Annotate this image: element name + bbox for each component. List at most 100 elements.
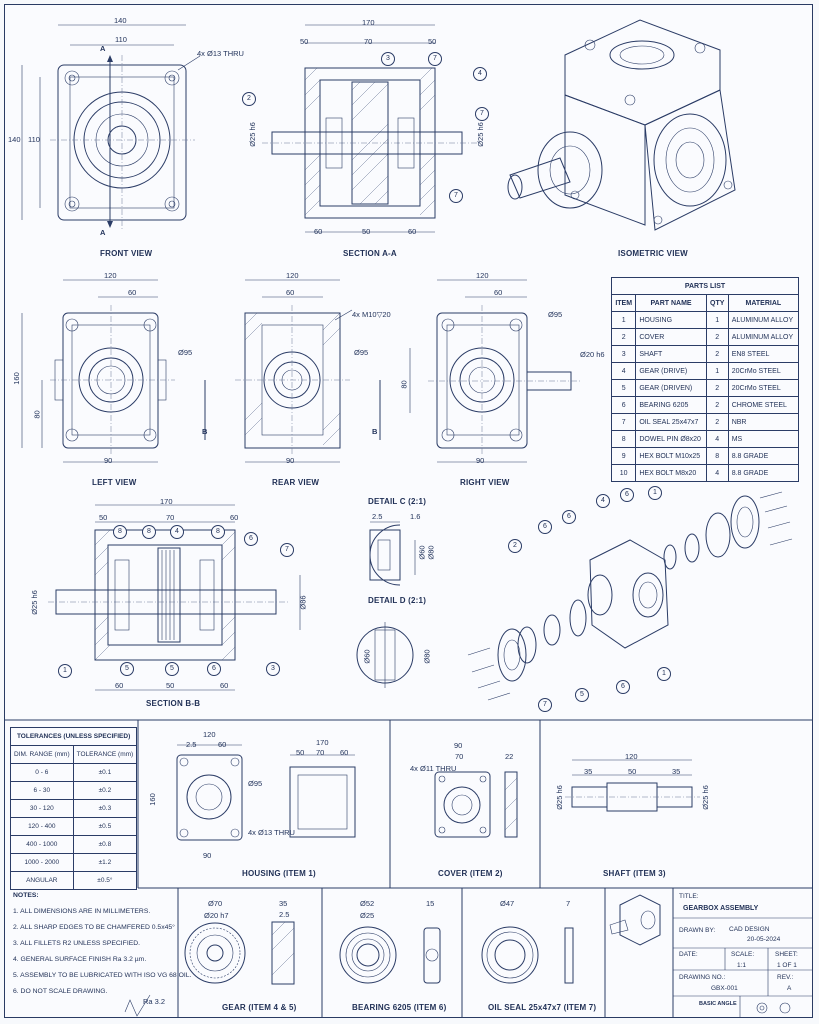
tol-header-value: TOLERANCE (mm) bbox=[72, 745, 138, 764]
dim-bb-b3: 60 bbox=[220, 681, 229, 690]
dim-front-width: 140 bbox=[114, 16, 127, 25]
section-marker-b-right: B bbox=[372, 427, 378, 436]
shaft-item-drawing bbox=[565, 759, 700, 812]
scale-value: 1:1 bbox=[737, 962, 747, 969]
dim-detail-c-dia2: Ø80 bbox=[426, 545, 436, 560]
part-name: BEARING 6205 bbox=[635, 396, 707, 414]
housing-item-drawing bbox=[176, 744, 356, 841]
dim-gear-bore: Ø20 h7 bbox=[204, 911, 229, 920]
left-view-label: LEFT VIEW bbox=[92, 478, 137, 487]
part-name: HEX BOLT M8x20 bbox=[635, 464, 707, 482]
dim-shaft-b: 50 bbox=[628, 767, 637, 776]
balloon: 2 bbox=[508, 539, 522, 553]
sheet-label: SHEET: bbox=[775, 951, 798, 958]
dim-section-aa-right: 50 bbox=[428, 37, 437, 46]
balloon: 1 bbox=[58, 664, 72, 678]
dim-bearing-width: 15 bbox=[426, 899, 435, 908]
date-value: 20-05-2024 bbox=[747, 936, 781, 943]
date-label: DATE: bbox=[679, 951, 698, 958]
header-part-name: PART NAME bbox=[635, 294, 707, 312]
part-material: 8.8 GRADE bbox=[727, 447, 800, 465]
dim-shaft-dia-right: Ø25 h6 bbox=[700, 785, 710, 810]
dim-front-inner: 110 bbox=[115, 35, 127, 44]
part-name: GEAR (DRIVE) bbox=[635, 362, 707, 380]
part-name: SHAFT bbox=[635, 345, 707, 363]
dim-left-width: 120 bbox=[104, 271, 117, 280]
tolerance-row: 1000 - 2000±1.2 bbox=[10, 853, 138, 872]
parts-list-title: PARTS LIST bbox=[611, 277, 799, 295]
part-qty: 1 bbox=[705, 362, 729, 380]
part-item: 3 bbox=[610, 345, 637, 363]
balloon: 3 bbox=[266, 662, 280, 676]
part-qty: 2 bbox=[705, 413, 729, 431]
sheet-value: 1 OF 1 bbox=[777, 962, 797, 969]
dim-thru-holes: 4x Ø13 THRU bbox=[197, 49, 244, 58]
dim-rear-width: 120 bbox=[286, 271, 299, 280]
dim-rear-bottom: 90 bbox=[286, 456, 295, 465]
dim-left-half-height: 80 bbox=[32, 410, 42, 419]
note-item: 2. ALL SHARP EDGES TO BE CHAMFERED 0.5x4… bbox=[13, 924, 175, 931]
dim-bb-b1: 60 bbox=[115, 681, 124, 690]
part-name: HOUSING bbox=[635, 311, 707, 329]
detail-d-label: DETAIL D (2:1) bbox=[368, 596, 427, 605]
dim-bb-bore: Ø86 bbox=[298, 595, 308, 610]
dim-left-bottom: 90 bbox=[104, 456, 113, 465]
part-qty: 4 bbox=[705, 464, 729, 482]
dim-bb-width: 170 bbox=[160, 497, 173, 506]
part-material: CHROME STEEL bbox=[727, 396, 800, 414]
front-view-label: FRONT VIEW bbox=[100, 249, 153, 258]
part-item: 7 bbox=[610, 413, 637, 431]
dim-shaft-right: Ø25 h6 bbox=[475, 122, 485, 147]
tolerance-row: 400 - 1000±0.8 bbox=[10, 835, 138, 854]
detail-c-drawing bbox=[369, 521, 416, 586]
dim-housing-b: 60 bbox=[218, 740, 227, 749]
part-name: COVER bbox=[635, 328, 707, 346]
dim-housing-width: 120 bbox=[203, 730, 216, 739]
dim-cover-thru: 4x Ø11 THRU bbox=[410, 764, 457, 773]
scale-label: SCALE: bbox=[731, 951, 755, 958]
balloon: 7 bbox=[280, 543, 294, 557]
balloon: 8 bbox=[142, 525, 156, 539]
isometric-view-drawing bbox=[507, 19, 736, 231]
tol-range: 30 - 120 bbox=[10, 799, 74, 818]
dim-shaft-length: 120 bbox=[625, 752, 638, 761]
dim-housing-thru: 4x Ø13 THRU bbox=[248, 828, 295, 837]
section-marker-a-top: A bbox=[100, 44, 106, 53]
note-item: 4. GENERAL SURFACE FINISH Ra 3.2 µm. bbox=[13, 956, 147, 963]
dim-front-inner-height: 110 bbox=[28, 135, 40, 144]
dim-section-aa-b3: 60 bbox=[408, 227, 417, 236]
note-item: 6. DO NOT SCALE DRAWING. bbox=[13, 988, 108, 995]
section-marker-b-left: B bbox=[202, 427, 208, 436]
part-name: HEX BOLT M10x25 bbox=[635, 447, 707, 465]
dim-cover-inner: 70 bbox=[455, 752, 464, 761]
dim-section-aa-width: 170 bbox=[362, 18, 375, 27]
left-view-drawing bbox=[21, 279, 175, 463]
section-marker-a-bottom: A bbox=[100, 228, 106, 237]
drawing-no-value: GBX-001 bbox=[711, 985, 738, 992]
balloon: 6 bbox=[538, 520, 552, 534]
part-name: OIL SEAL 25x47x7 bbox=[635, 413, 707, 431]
part-item: 9 bbox=[610, 447, 637, 465]
dim-right-width: 120 bbox=[476, 271, 489, 280]
tol-value: ±0.5° bbox=[72, 871, 138, 890]
part-qty: 8 bbox=[705, 447, 729, 465]
dim-section-aa-b2: 50 bbox=[362, 227, 371, 236]
note-item: 1. ALL DIMENSIONS ARE IN MILLIMETERS. bbox=[13, 908, 151, 915]
dim-bb-b2: 50 bbox=[166, 681, 175, 690]
right-view-label: RIGHT VIEW bbox=[460, 478, 510, 487]
surface-finish: Ra 3.2 bbox=[143, 997, 166, 1006]
balloon: 8 bbox=[211, 525, 225, 539]
dim-cover-thick: 22 bbox=[505, 752, 514, 761]
dim-cover-width: 90 bbox=[454, 741, 463, 750]
dim-section-aa-mid: 70 bbox=[364, 37, 373, 46]
tol-header-range: DIM. RANGE (mm) bbox=[10, 745, 74, 764]
part-name: DOWEL PIN Ø8x20 bbox=[635, 430, 707, 448]
tolerance-title: TOLERANCES (UNLESS SPECIFIED) bbox=[9, 727, 138, 746]
tolerance-row: 6 - 30±0.2 bbox=[10, 781, 138, 800]
cover-label: COVER (ITEM 2) bbox=[438, 869, 503, 878]
